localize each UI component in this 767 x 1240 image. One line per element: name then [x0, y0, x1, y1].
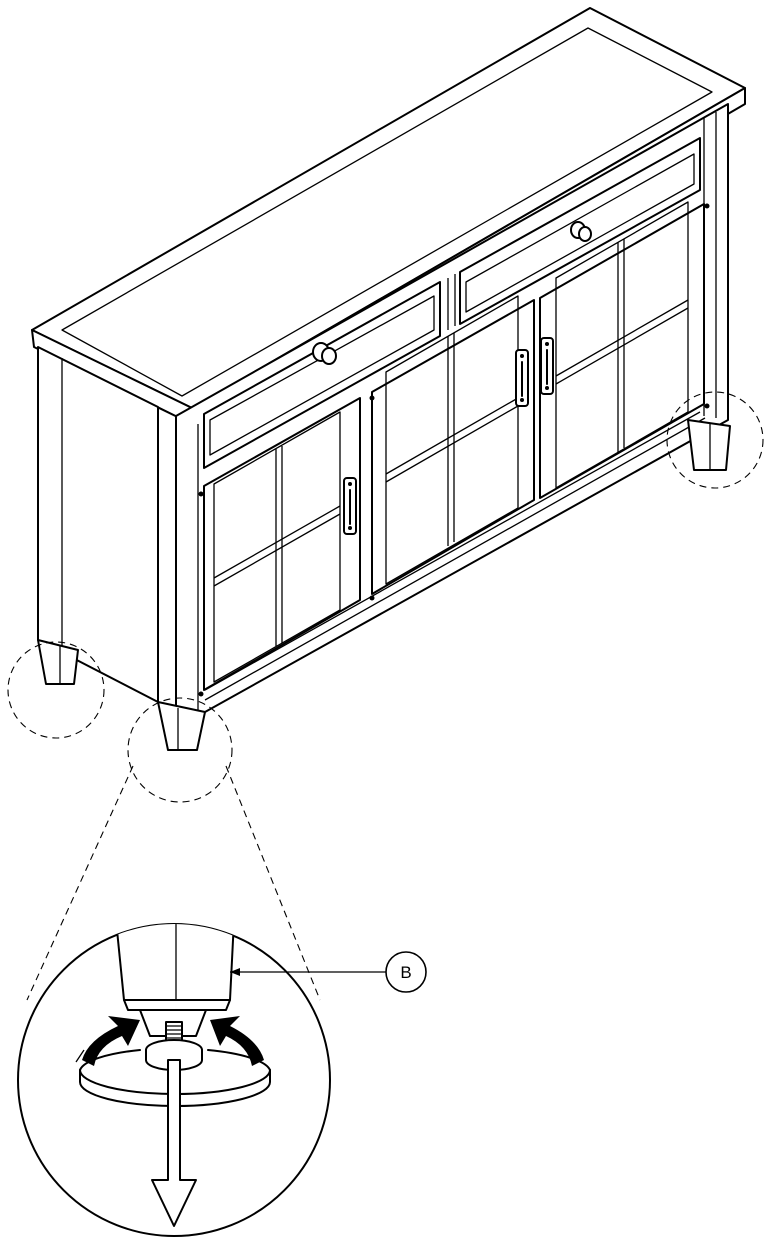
down-arrow-icon — [151, 1059, 197, 1227]
door-handle-left — [343, 477, 357, 535]
door-right — [539, 201, 705, 499]
drawer-knob-right — [570, 221, 592, 242]
cabinet — [31, 7, 746, 751]
foot-back-left — [37, 639, 79, 685]
leveling-foot-detail — [17, 923, 331, 1237]
foot-front-left — [157, 701, 206, 751]
callout-b: B — [230, 951, 427, 993]
drawer-right — [459, 137, 701, 325]
hinge-screws — [198, 203, 710, 697]
drawer-left — [203, 281, 441, 469]
foot-front-right — [687, 419, 731, 471]
door-handle-center — [515, 349, 529, 407]
zoom-projection-lines — [26, 765, 321, 1001]
foot-highlight-circles — [7, 391, 764, 803]
door-center — [371, 295, 535, 595]
drawer-knob-left — [312, 342, 337, 365]
callout-label: B — [400, 963, 411, 982]
threaded-bolt — [165, 1021, 183, 1043]
door-left — [203, 397, 361, 691]
door-handle-right — [540, 337, 554, 395]
cabinet-front — [175, 103, 729, 713]
